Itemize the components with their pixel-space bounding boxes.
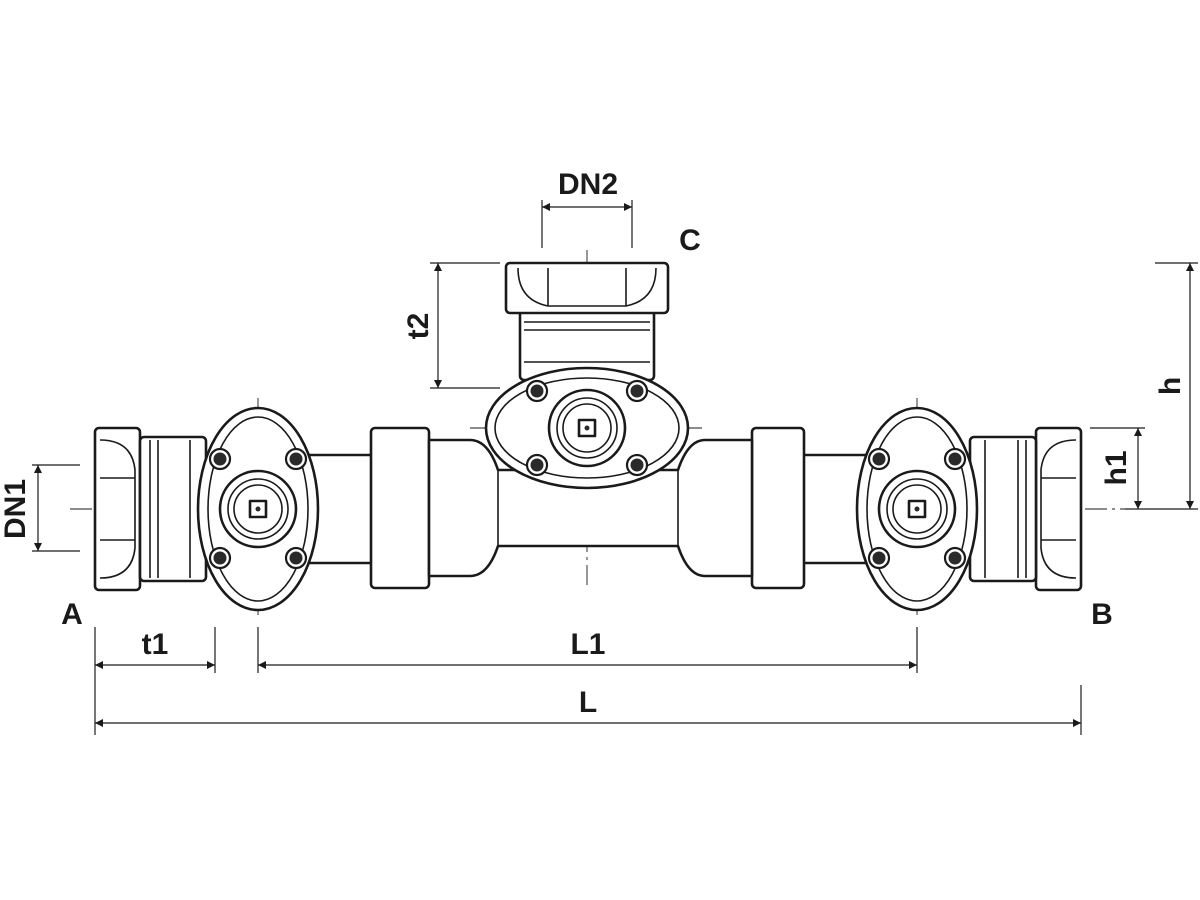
label-dn1: DN1 xyxy=(0,479,32,539)
left-valve xyxy=(196,406,320,612)
right-coupling-b xyxy=(968,426,1083,592)
labels: A B C DN2 t2 DN1 h h1 t1 L1 L xyxy=(0,168,1187,719)
left-coupling-a xyxy=(93,426,208,592)
label-port-c: C xyxy=(679,224,701,257)
left-nut xyxy=(93,426,142,592)
top-nut xyxy=(504,261,670,315)
label-l1: L1 xyxy=(570,628,605,661)
left-flange-bolts xyxy=(208,447,308,570)
left-sleeve xyxy=(369,426,431,590)
label-t1: t1 xyxy=(142,628,169,661)
label-dn2: DN2 xyxy=(558,168,618,201)
right-valve xyxy=(855,406,979,612)
top-flange-bolts xyxy=(525,379,649,477)
label-t2: t2 xyxy=(402,313,435,340)
label-port-b: B xyxy=(1091,598,1113,631)
right-sleeve xyxy=(750,426,806,590)
label-h1: h1 xyxy=(1100,450,1133,485)
right-flange-bolts xyxy=(867,447,967,570)
label-port-a: A xyxy=(61,598,83,631)
label-h: h xyxy=(1154,377,1187,395)
label-l: L xyxy=(579,686,597,719)
dimensions xyxy=(32,200,1198,735)
tee-body xyxy=(427,438,754,578)
top-valve xyxy=(484,366,690,490)
top-coupling-c xyxy=(504,261,670,363)
right-nut xyxy=(1034,426,1083,592)
